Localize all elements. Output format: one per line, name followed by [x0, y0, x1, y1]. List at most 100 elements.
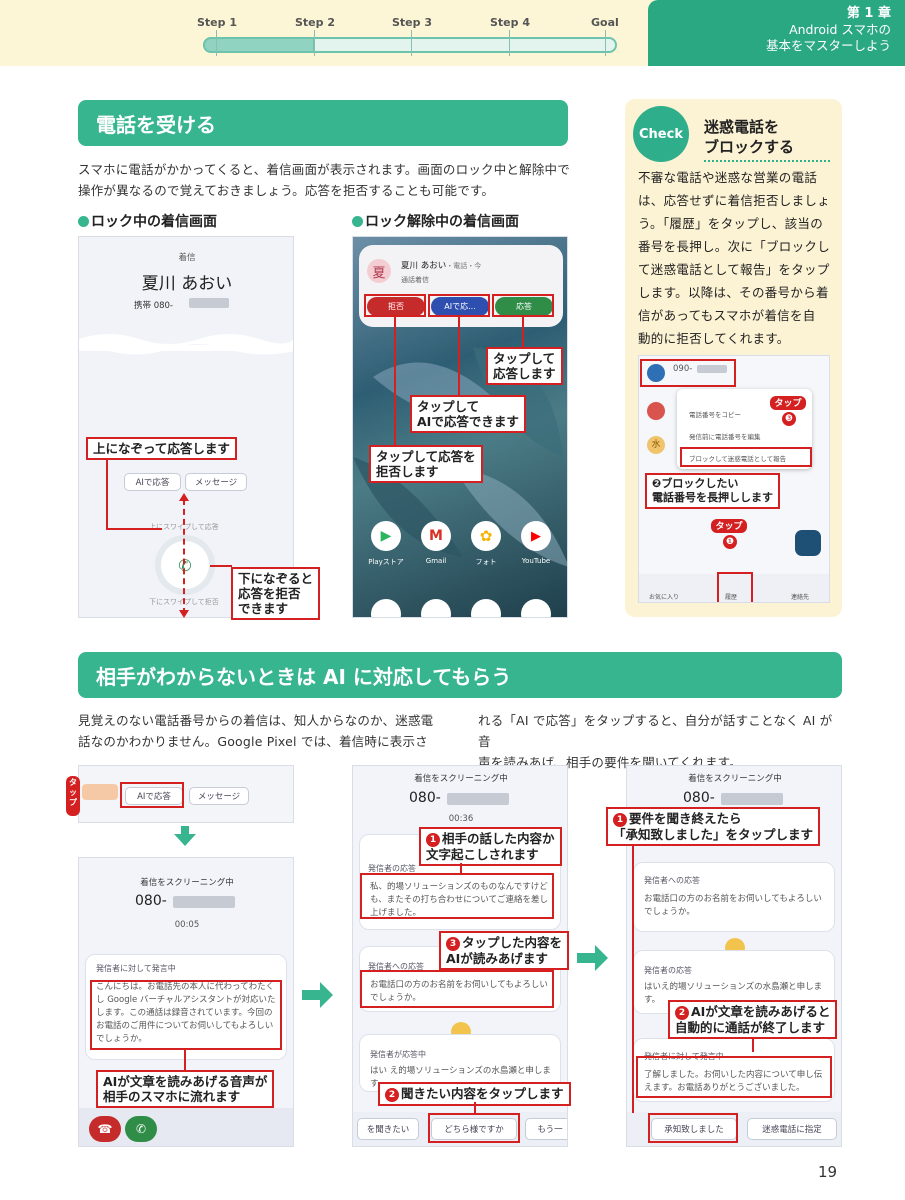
callout-line [394, 317, 396, 445]
caller-number: 080- [683, 790, 715, 806]
ai-answer-button[interactable]: AIで応... [431, 297, 489, 316]
photos-icon[interactable]: ✿ [471, 521, 501, 551]
highlight-history-tab [717, 572, 753, 602]
step-tick [509, 30, 510, 56]
caption-unlocked: ロック解除中の着信画面 [352, 211, 519, 231]
menu-item[interactable]: ブロックして迷惑電話として報告 [689, 455, 787, 463]
check-icon: Check [633, 106, 689, 162]
button-label: 拒否 [388, 302, 404, 311]
reply-chip[interactable]: を聞きたい [357, 1118, 419, 1140]
callout-text: 拒否します [376, 464, 439, 479]
dock-camera-icon[interactable] [521, 599, 551, 617]
answer-handle[interactable]: ✆ [161, 541, 209, 589]
callout-text: 相手のスマホに流れます [103, 1089, 241, 1104]
callout-line [522, 317, 524, 347]
step-label: Step 3 [392, 16, 432, 29]
ai-answer-chip[interactable]: AIで応答 [124, 473, 181, 491]
check-line: します。以降は、その番号から着 [638, 285, 829, 300]
check-line: 番号を長押し。次に「ブロックし [638, 239, 831, 254]
card-text: こんにちは。お電話先の本人に代わってわたく し Google バーチャルアシスタ… [96, 981, 282, 1046]
callout-text: タップした内容を [462, 935, 563, 950]
menu-item[interactable]: 発信前に電話番号を編集 [689, 433, 761, 441]
play-store-icon[interactable]: ▶ [371, 521, 401, 551]
app-label: Gmail [425, 557, 447, 565]
message-chip[interactable]: メッセージ [185, 473, 247, 491]
para-line: 見覚えのない電話番号からの着信は、知人からなのか、迷惑電 [78, 713, 434, 728]
intro-line: スマホに電話がかかってくると、着信画面が表示されます。画面のロック中と解除中で [78, 162, 570, 177]
menu-item[interactable]: 電話番号をコピー [689, 411, 741, 419]
card-title: 発信者への応答 [368, 962, 424, 971]
chip-label: AIで応答 [137, 792, 171, 802]
message-chip[interactable]: メッセージ [189, 787, 249, 805]
blurred-number [173, 896, 235, 908]
reply-chip[interactable]: 承知致しました [651, 1118, 737, 1140]
card-line: します。この通話は録音されています。今回の [96, 1008, 273, 1018]
answer-button[interactable]: ✆ [125, 1116, 157, 1142]
reply-chip[interactable]: どちら様ですか [431, 1118, 517, 1140]
button-label: 応答 [516, 302, 532, 311]
card-title: 発信者が応答中 [370, 1050, 426, 1059]
screening-status: 着信をスクリーニング中 [688, 774, 782, 784]
answer-button[interactable]: 応答 [495, 297, 553, 316]
dock-messages-icon[interactable] [421, 599, 451, 617]
check-callout: ❷ブロックしたい 電話番号を長押しします [645, 473, 780, 509]
callout-text: タップして応答を [376, 449, 476, 464]
callout-text: タップして [417, 399, 480, 414]
para-line: 話なのかわかりません。Google Pixel では、着信時に表示さ [78, 734, 428, 749]
card-line: はいえ的場ソリューションズの水島瀬と申しま [644, 982, 823, 992]
nav-favorites[interactable]: お気に入り [649, 594, 680, 601]
card-line: 了解しました。お伺いした内容について申し伝 [644, 1070, 823, 1080]
callout-text: タップして [493, 351, 556, 366]
reply-chip[interactable]: 迷惑電話に指定 [747, 1118, 837, 1140]
tap-tag: タップ [770, 396, 806, 410]
reject-button[interactable]: 拒否 [367, 297, 425, 316]
card-text: はいえ的場ソリューションズの水島瀬と申しま す。 [644, 981, 830, 1007]
gmail-icon[interactable]: M [421, 521, 451, 551]
locked-call-screen: 着信 夏川 あおい 携帯 080- AIで応答 メッセージ 上にスワイプして応答… [78, 236, 294, 618]
para-line: れる「AI で応答」をタップすると、自分が話すことなく AI が音 [478, 713, 833, 749]
check-line: う。「履歴」をタップし、該当の [638, 216, 824, 231]
youtube-icon[interactable]: ▶ [521, 521, 551, 551]
card-line: でしょうか。 [644, 907, 695, 917]
check-title-line: 迷惑電話を [704, 118, 780, 136]
callout-text: 下になぞると [238, 571, 314, 586]
callout-text: 自動的に通話が終了します [675, 1020, 826, 1035]
highlight-ai-chip [120, 782, 184, 808]
nav-history[interactable]: 履歴 [725, 594, 738, 601]
arrow-right-icon [595, 945, 608, 971]
card-text: お電話口の方のお名前をお伺いしてもよろしい でしょうか。 [370, 979, 556, 1005]
nav-contacts[interactable]: 連絡先 [791, 594, 810, 601]
highlight-ai [428, 294, 490, 317]
caller-number: 080- [409, 790, 441, 806]
chip-label: AIで応答 [135, 478, 170, 488]
page-number: 19 [818, 1163, 838, 1181]
callout-line [106, 528, 162, 530]
chip-label: メッセージ [194, 478, 238, 488]
context-menu: 電話番号をコピー 発信前に電話番号を編集 ブロックして迷惑電話として報告 [677, 389, 812, 469]
reply-chip[interactable]: もう一 [525, 1118, 567, 1140]
callout-line [184, 1050, 186, 1070]
callout-text: 応答します [493, 366, 556, 381]
step-2-marker: 2 [385, 1088, 399, 1102]
speaking-card: 発信者に対して発言中 了解しました。お伺いした内容について申し伝 えます。お電話… [633, 1038, 835, 1102]
tap-tag: タップ [66, 776, 80, 816]
end-call-button[interactable]: ☎ [89, 1116, 121, 1142]
check-body: 不審な電話や迷惑な営業の電話 は、応答せずに着信拒否しましょ う。「履歴」をタッ… [638, 166, 838, 350]
callout-text: 電話番号を長押しします [652, 491, 773, 504]
check-line: 不審な電話や迷惑な営業の電話 [638, 170, 818, 185]
check-title: 迷惑電話を ブロックする [704, 117, 794, 157]
card-line: し Google バーチャルアシスタントが対応いた [96, 995, 276, 1005]
callout-line [210, 565, 232, 567]
highlight-reply [360, 970, 554, 1008]
dialpad-button[interactable] [795, 530, 821, 556]
arrow-stem [302, 990, 322, 1000]
incoming-label: 着信 [178, 253, 196, 263]
callout-text: ❷ブロックしたい [652, 477, 739, 490]
arrow-down-icon [179, 610, 189, 618]
dock-chrome-icon[interactable] [471, 599, 501, 617]
dock-phone-icon[interactable] [371, 599, 401, 617]
reply-chip-row: 承知致しました 迷惑電話に指定 [627, 1112, 841, 1146]
callout-text: できます [238, 601, 289, 616]
contact-avatar [647, 364, 665, 382]
